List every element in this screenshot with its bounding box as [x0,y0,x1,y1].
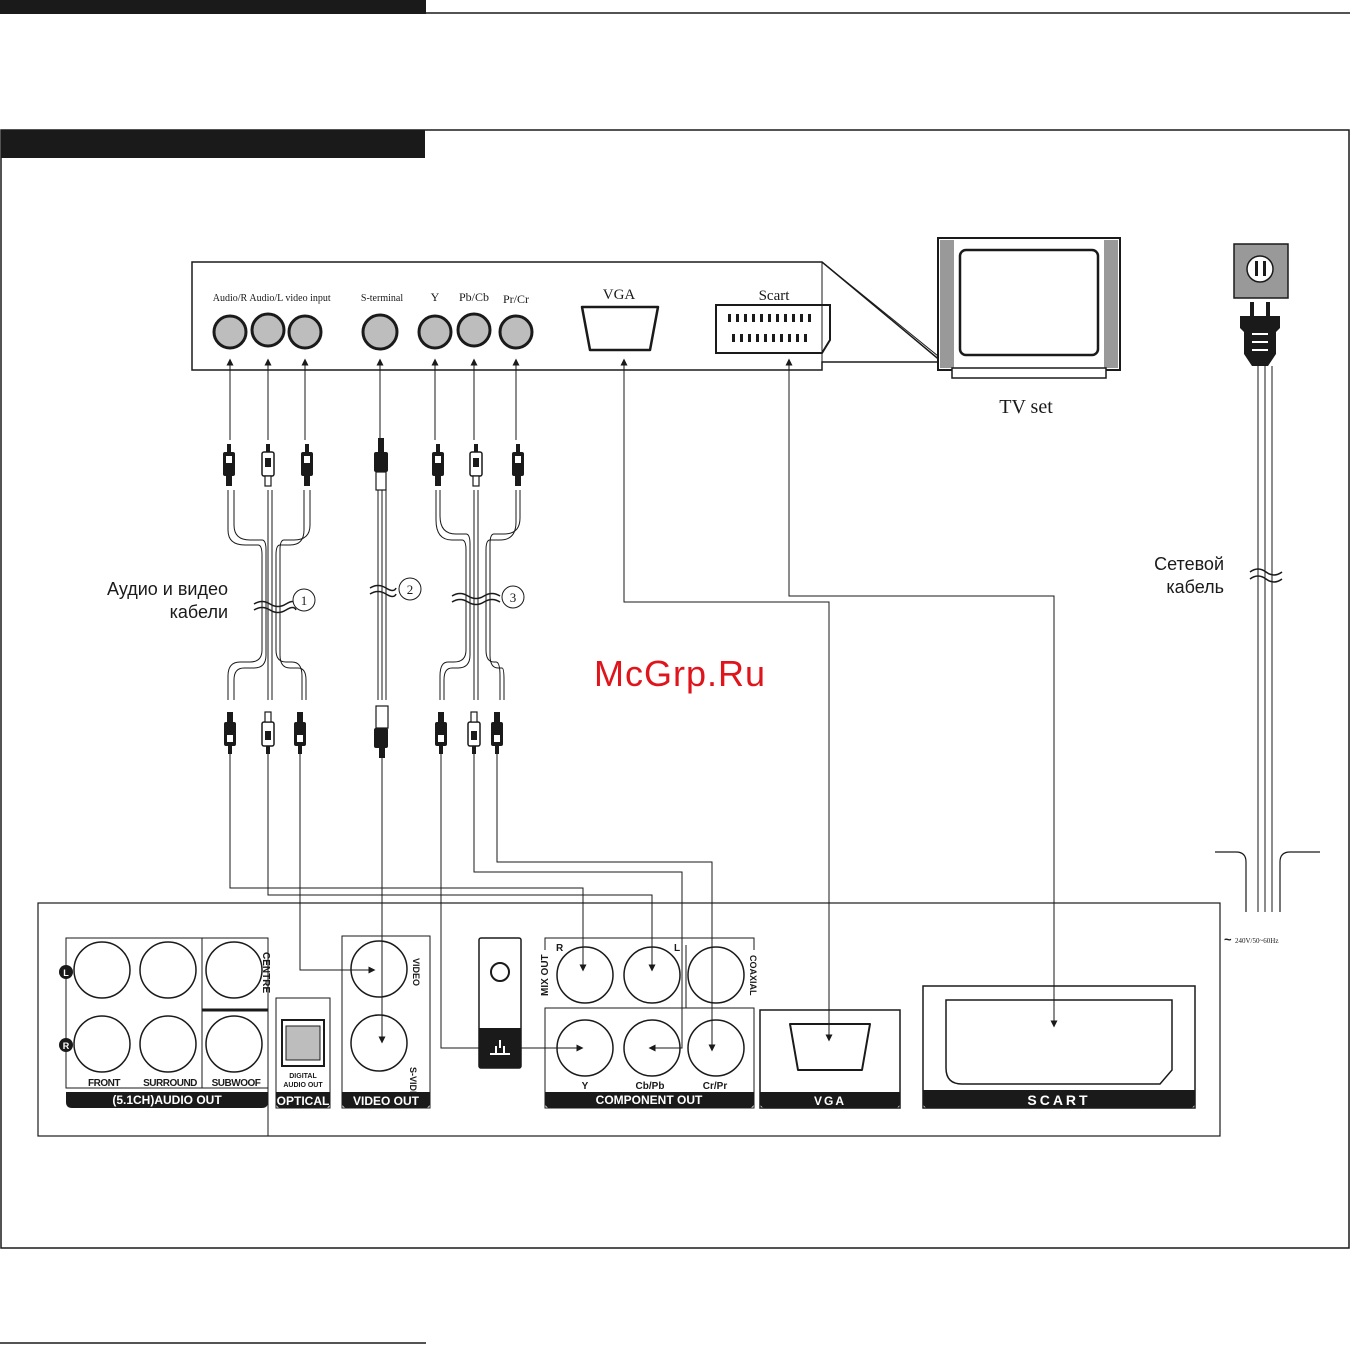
label-subwoof: SUBWOOF [212,1078,261,1089]
component-cr-pr-label: Cr/Pr [703,1081,728,1092]
cable-plug-top-audio-l [262,444,274,486]
bundle-number-1-text: 1 [301,593,308,608]
player-vga-title: VGA [814,1094,846,1108]
tilde-icon: ~ [1224,932,1232,947]
digital-audio-out-line2: AUDIO OUT [283,1082,323,1089]
video-out-block: VIDEO S-VIDEO VIDEO OUT [342,936,430,1108]
player-vga-block: VGA [760,1010,900,1108]
label-s-terminal: S-terminal [361,293,403,304]
mix-r-label: R [556,943,564,954]
component-out-title: COMPONENT OUT [596,1093,703,1107]
cable-lines [228,362,1054,1048]
bundle-number-1: 1 [293,589,315,611]
audio-r-marker: R [59,1038,73,1052]
label-scart: Scart [759,288,791,304]
label-pr-cr: Pr/Cr [503,292,529,306]
tv-vga-port [582,307,658,350]
tv-jack-video [289,316,321,348]
cable-plug-top-pb [470,444,482,486]
tv-jack-s-terminal [363,315,397,349]
tv-jack-pb [458,314,490,346]
power-spec: ~ 240V/50~60Hz [1224,932,1278,947]
label-audio-r: Audio/R [213,293,248,304]
player-scart-title: SCART [1027,1092,1090,1108]
component-y-label: Y [582,1081,589,1092]
label-y: Y [431,290,440,304]
tv-scart-port [716,305,830,353]
power-cable [1215,366,1320,912]
bundle-number-3-text: 3 [510,590,517,605]
component-cb-pb-label: Cb/Pb [636,1081,665,1092]
mix-out-label: MIX OUT [540,954,551,996]
cable-plug-bottom-pr [491,712,503,754]
cable-plug-top-video [301,444,313,486]
cable-plug-bottom-video [294,712,306,754]
video-out-title: VIDEO OUT [353,1094,420,1108]
label-pb-cb: Pb/Cb [459,290,489,304]
cable-plug-bottom-audio-r [224,712,236,754]
label-surround: SURROUND [143,1078,197,1089]
audio-out-title-bar: (5.1CH)AUDIO OUT [66,1092,268,1108]
cable-plug-bottom-y [435,712,447,754]
cable-plug-top-s-video [374,438,388,490]
cable-plug-top-pr [512,444,524,486]
tv-set-icon [938,238,1120,378]
cable-plug-bottom-audio-l [262,712,274,754]
mix-l-label: L [674,943,680,954]
av-cables-label-line1: Аудио и видео [107,579,228,599]
digital-audio-out-line1: DIGITAL [289,1073,317,1080]
cable-plug-bottom-pb [468,712,480,754]
power-plug-icon [1240,302,1280,366]
coaxial-label: COAXIAL [748,955,758,996]
power-switch-block [479,938,521,1068]
power-cable-label-line2: кабель [1166,577,1224,597]
power-cable-label-line1: Сетевой [1154,554,1224,574]
tv-jack-y [419,316,451,348]
tv-set-caption: TV set [999,396,1053,418]
component-out-title-bar: COMPONENT OUT [545,1092,754,1108]
power-spec-text: 240V/50~60Hz [1235,937,1278,945]
tv-jack-audio-r [214,316,246,348]
audio-l-marker: L [59,965,73,979]
optical-title: OPTICAL [277,1094,330,1108]
audio-out-title: (5.1CH)AUDIO OUT [112,1093,222,1107]
video-label: VIDEO [411,958,421,986]
label-centre: CENTRE [260,952,271,993]
optical-block: DIGITAL AUDIO OUT OPTICAL [276,998,330,1108]
av-cables-label-line2: кабели [170,602,228,622]
audio-r-marker-text: R [63,1041,70,1051]
bundle-number-3: 3 [502,586,524,608]
player-scart-block: SCART [923,986,1195,1108]
wall-socket-icon [1234,244,1288,298]
cable-plug-top-audio-r [223,444,235,486]
label-vga: VGA [603,287,636,303]
watermark: McGrp.Ru [594,653,766,694]
cable-plug-top-y [432,444,444,486]
audio-l-marker-text: L [63,968,69,978]
tv-jack-audio-l [252,314,284,346]
bundle-number-2: 2 [399,578,421,600]
label-front: FRONT [88,1078,120,1089]
tv-jack-pr [500,316,532,348]
label-audio-l-video: Audio/L video input [249,293,331,304]
cable-plug-bottom-s-video [374,706,388,758]
bundle-number-2-text: 2 [407,582,414,597]
page-header-bar [0,0,1350,14]
